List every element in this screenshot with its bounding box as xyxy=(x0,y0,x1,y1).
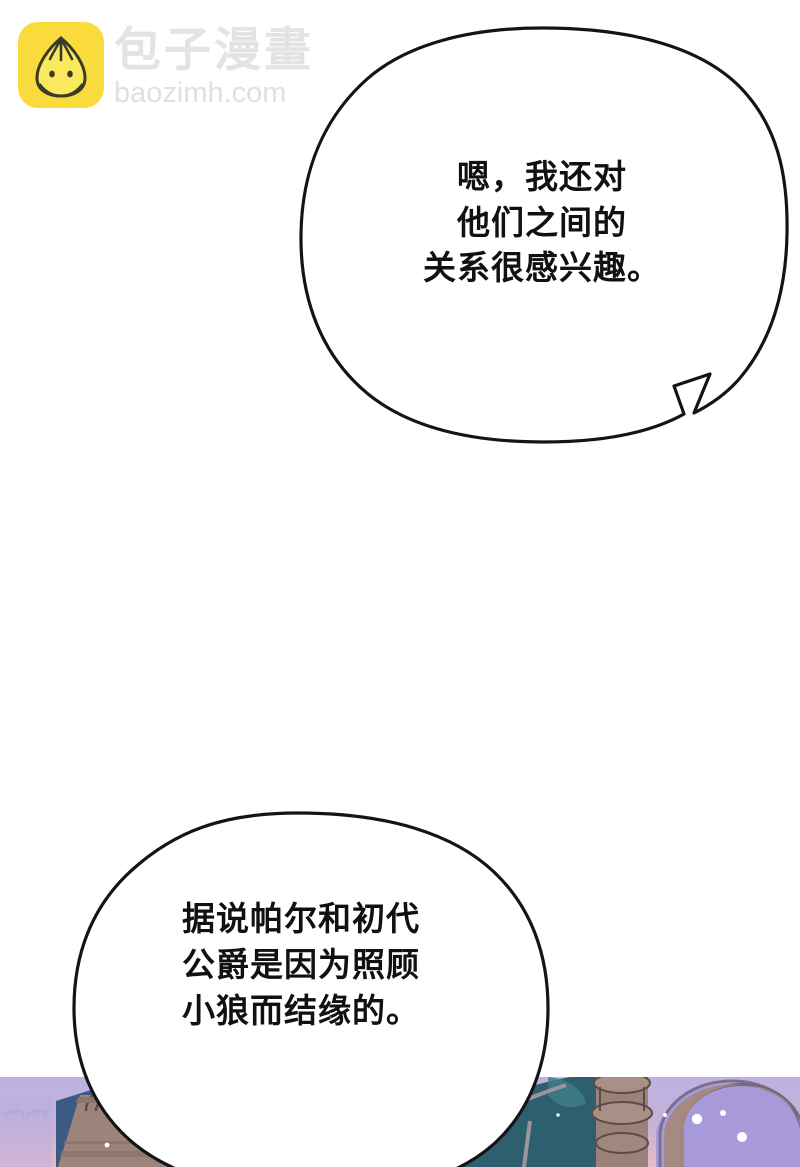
far-building xyxy=(0,1095,52,1167)
speech-bubble-2: 据说帕尔和初代 公爵是因为照顾 小狼而结缘的。 xyxy=(36,808,556,1167)
watermark-chinese-text: 包子漫畫 xyxy=(114,23,314,76)
bubble-1-outline xyxy=(299,26,789,444)
steamed-bun-logo-icon xyxy=(18,22,104,108)
arch-window xyxy=(656,1079,800,1167)
bubble-2-outline xyxy=(72,811,550,1167)
watermark-site-text: baozimh.com xyxy=(114,76,287,109)
sparkles xyxy=(104,1110,747,1159)
baozimh-watermark: 包子漫畫 baozimh.com xyxy=(18,22,314,108)
stone-column xyxy=(591,1077,653,1167)
speech-bubble-1: 嗯，我还对 他们之间的 关系很感兴趣。 xyxy=(292,22,792,452)
